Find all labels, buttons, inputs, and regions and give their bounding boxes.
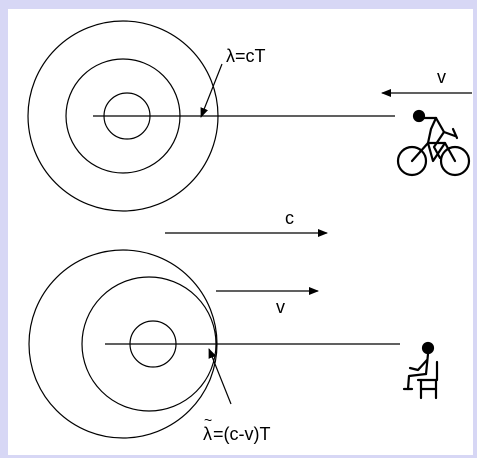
- source-velocity-label: v: [276, 297, 285, 317]
- wavelength-formula: =(c-v)T: [213, 424, 271, 444]
- top-wavelength-label: λ=cT: [226, 46, 266, 66]
- bottom-wavelength-pointer: [209, 349, 231, 404]
- wavelength-symbol: λ: [203, 424, 212, 444]
- top-wavelength-pointer: [201, 64, 222, 117]
- wave-speed-label: c: [285, 208, 294, 228]
- bottom-wavelength-label: ~ λ =(c-v)T: [203, 412, 271, 444]
- seated-person-icon: [404, 343, 437, 398]
- observer-velocity-label: v: [437, 67, 446, 87]
- cyclist-icon: [398, 111, 469, 175]
